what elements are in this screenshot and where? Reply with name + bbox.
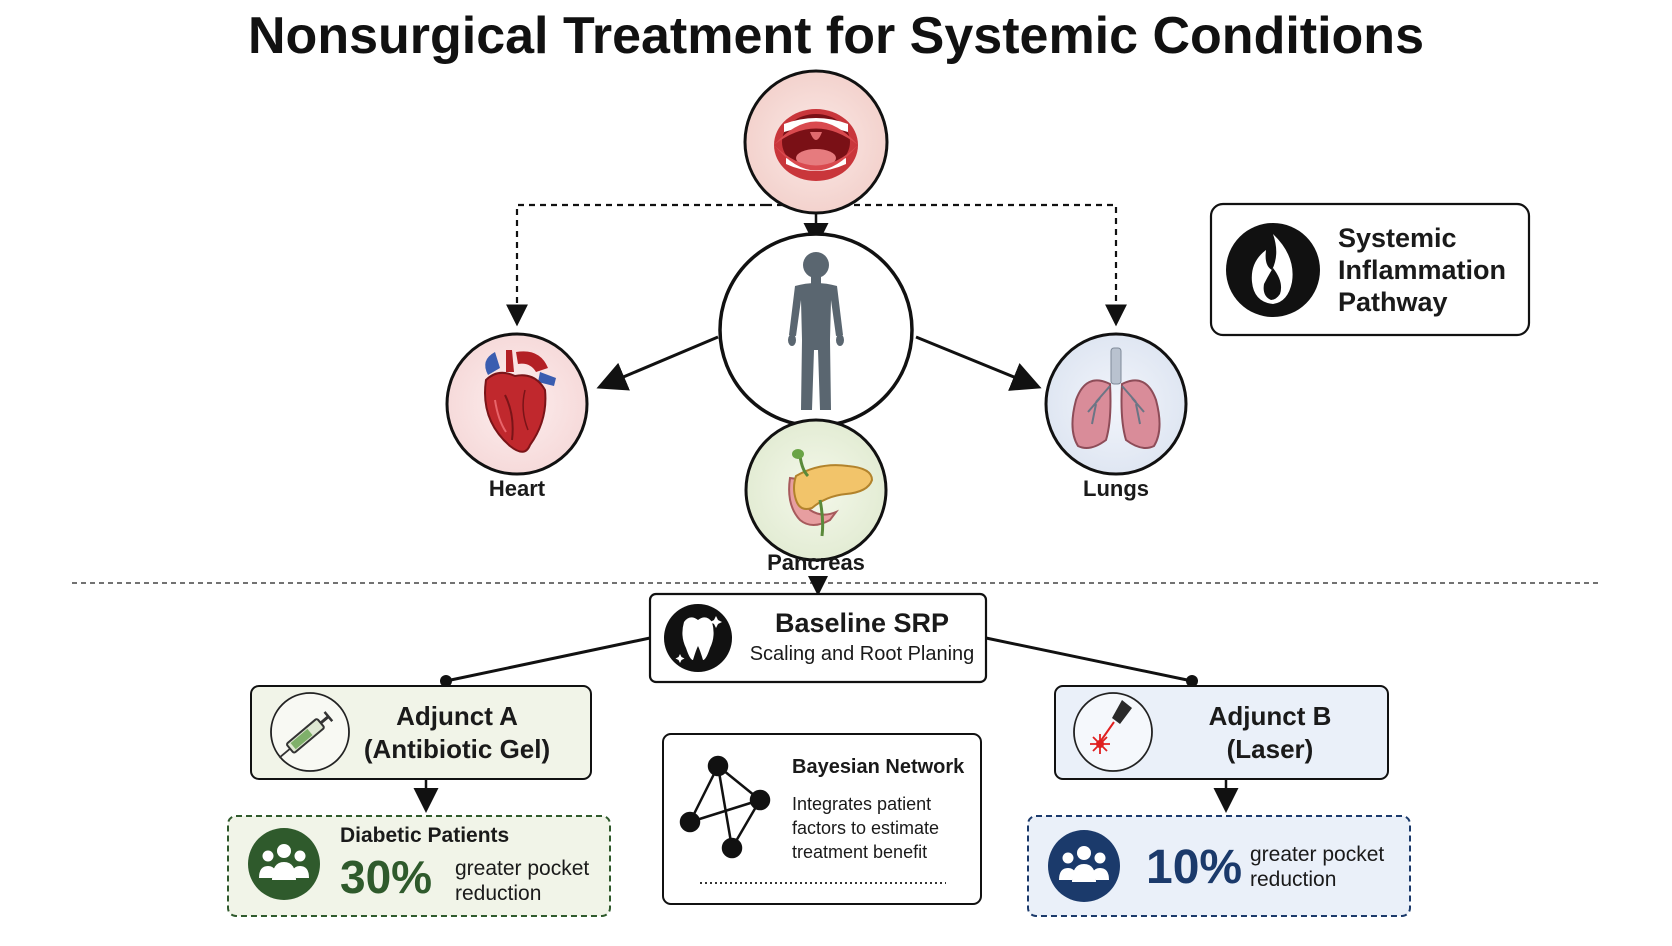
baseline-srp-text: Baseline SRP Scaling and Root Planing bbox=[746, 606, 978, 668]
laser-icon bbox=[1090, 700, 1132, 754]
pathway-line-2: Inflammation bbox=[1338, 255, 1507, 285]
treatment-connectors bbox=[413, 636, 1239, 813]
result-a-desc-line-2: reduction bbox=[455, 882, 542, 905]
tooth-icon bbox=[675, 616, 722, 663]
heart-node bbox=[445, 332, 589, 476]
lungs-label: Lungs bbox=[1083, 476, 1149, 501]
baseline-subtitle: Scaling and Root Planing bbox=[749, 643, 975, 665]
result-a-percent: 30% bbox=[340, 851, 433, 903]
result-a-description: greater pocket reduction bbox=[455, 856, 589, 906]
heart-label: Heart bbox=[488, 476, 546, 501]
adjunct-a-box bbox=[250, 685, 592, 780]
bayesian-desc-line-3: treatment benefit bbox=[792, 842, 928, 862]
lungs-node bbox=[1044, 332, 1188, 476]
adjunct-a-text: Adjunct A (Antibiotic Gel) bbox=[352, 700, 562, 766]
adjunct-b-title: Adjunct B bbox=[1208, 701, 1332, 731]
result-a-desc-line-1: greater pocket bbox=[455, 857, 590, 880]
lungs-icon bbox=[1071, 347, 1161, 449]
result-b-box bbox=[1027, 815, 1411, 917]
bayesian-desc-line-1: Integrates patient bbox=[792, 794, 932, 814]
syringe-icon bbox=[278, 711, 334, 759]
network-graph-icon bbox=[679, 755, 771, 859]
inflammation-pathway-text: Systemic Inflammation Pathway bbox=[1338, 222, 1506, 318]
bayesian-network-box bbox=[662, 733, 982, 905]
inflammation-pathway-box bbox=[1209, 202, 1531, 337]
pathway-line-3: Pathway bbox=[1338, 287, 1448, 317]
result-b-percent: 10% bbox=[1146, 841, 1243, 894]
human-figure-icon bbox=[788, 252, 844, 410]
result-b-desc-line-1: greater pocket bbox=[1250, 843, 1385, 866]
adjunct-b-box bbox=[1054, 685, 1389, 780]
heart-icon bbox=[484, 350, 556, 453]
adjunct-b-subtitle: (Laser) bbox=[1226, 734, 1314, 764]
result-b-desc-line-2: reduction bbox=[1250, 868, 1337, 891]
pancreas-node bbox=[744, 418, 888, 562]
pancreas-label: Pancreas bbox=[767, 550, 865, 575]
adjunct-a-title: Adjunct A bbox=[396, 701, 518, 731]
result-a-box bbox=[227, 815, 611, 917]
patients-group-icon bbox=[1059, 846, 1109, 882]
page-title: Nonsurgical Treatment for Systemic Condi… bbox=[248, 7, 1424, 65]
mouth-icon bbox=[774, 109, 858, 181]
body-node bbox=[718, 232, 914, 428]
pancreas-icon bbox=[788, 449, 874, 537]
pathway-line-1: Systemic bbox=[1338, 223, 1457, 253]
mouth-node bbox=[743, 69, 889, 215]
bayesian-title: Bayesian Network bbox=[792, 756, 965, 778]
bayesian-desc-line-2: factors to estimate bbox=[792, 818, 940, 838]
adjunct-a-subtitle: (Antibiotic Gel) bbox=[363, 734, 551, 764]
bayesian-description: Integrates patient factors to estimate t… bbox=[792, 792, 939, 864]
flame-icon bbox=[1251, 234, 1293, 304]
baseline-title: Baseline SRP bbox=[774, 608, 950, 638]
patients-group-icon bbox=[259, 844, 309, 880]
result-a-group: Diabetic Patients bbox=[340, 824, 510, 847]
adjunct-b-text: Adjunct B (Laser) bbox=[1160, 700, 1380, 766]
result-b-description: greater pocket reduction bbox=[1250, 842, 1384, 892]
baseline-srp-box bbox=[648, 592, 988, 684]
